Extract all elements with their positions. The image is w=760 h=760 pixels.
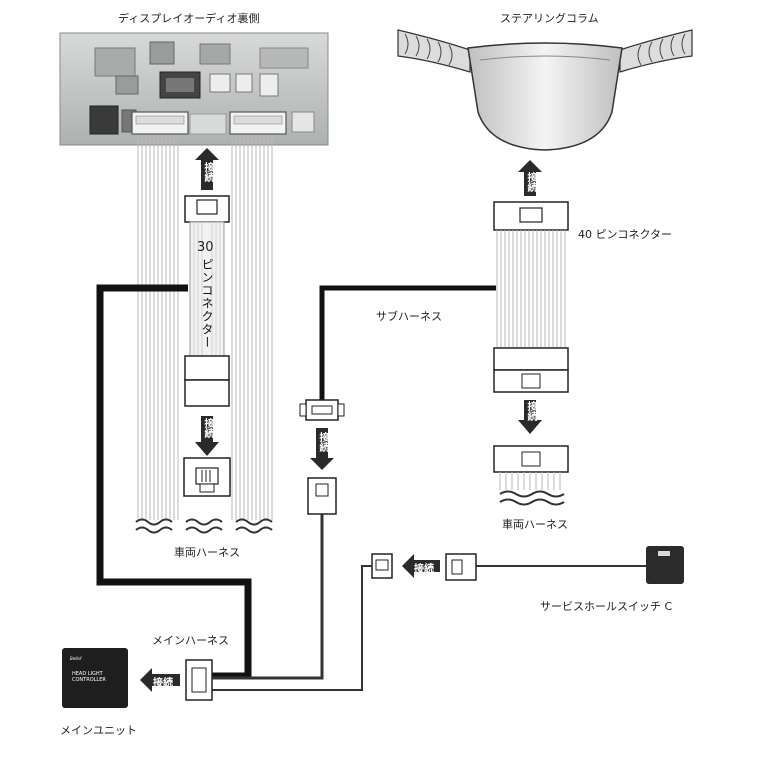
- sub-harness-mating-connector: [307, 477, 337, 515]
- sub-harness-return-cable: [212, 514, 324, 680]
- arrow-left-switch: [402, 554, 440, 578]
- switch-mating-connector: [371, 553, 393, 579]
- wire-cut-marks-left: [135, 518, 273, 534]
- arrow-left-unit: [140, 668, 180, 692]
- service-switch-label: サービスホールスイッチ C: [540, 600, 673, 613]
- pin30-label: ピンコネクター: [200, 258, 214, 349]
- display-audio-back-panel: [59, 32, 329, 146]
- connect-label-unit: 接続: [153, 678, 173, 689]
- switch-return-cable: [212, 565, 372, 691]
- arrow-up-display: [195, 148, 219, 190]
- unit-text-line2: CONTROLLER: [72, 677, 106, 683]
- pin30-number: 30: [197, 240, 214, 255]
- connect-label-pin40: 接続: [525, 401, 536, 421]
- arrow-down-sub: [310, 428, 334, 470]
- main-harness-junction-connector: [185, 659, 213, 701]
- unit-brand-text: Bellof: [70, 656, 82, 661]
- sub-harness-connector: [299, 399, 345, 421]
- pin40-label: 40 ピンコネクター: [578, 228, 673, 241]
- pin30-adapter: [183, 195, 231, 497]
- pin40-adapter: [493, 201, 569, 490]
- sub-harness-label: サブハーネス: [376, 310, 442, 323]
- main-unit: [62, 648, 128, 708]
- vehicle-harness-left-label: 車両ハーネス: [174, 546, 240, 559]
- service-switch: [646, 546, 684, 584]
- display-back-label: ディスプレイオーディオ裏側: [118, 12, 260, 25]
- arrow-down-pin40: [518, 400, 542, 434]
- wire-cut-marks-right: [499, 490, 565, 506]
- connect-label-switch: 接続: [414, 564, 434, 575]
- sub-harness-cable: [319, 285, 496, 404]
- main-harness-label: メインハーネス: [152, 634, 229, 647]
- connect-label-sub: 接続: [317, 432, 328, 452]
- main-harness-cable: [96, 284, 252, 680]
- connect-label-steering: 接続: [525, 172, 536, 192]
- steering-column-illustration: [397, 29, 693, 151]
- service-switch-connector: [445, 553, 477, 581]
- vehicle-harness-right-label: 車両ハーネス: [502, 518, 568, 531]
- connect-label-pin30: 接続: [202, 418, 213, 438]
- main-unit-label: メインユニット: [60, 724, 137, 737]
- steering-column-label: ステアリングコラム: [500, 12, 599, 25]
- display-wire-bundle: [137, 135, 273, 520]
- arrow-up-steering: [518, 160, 542, 196]
- unit-text-line1: HEAD LIGHT: [72, 671, 103, 677]
- connect-label-display: 接続: [202, 162, 213, 182]
- arrow-down-pin30: [195, 416, 219, 456]
